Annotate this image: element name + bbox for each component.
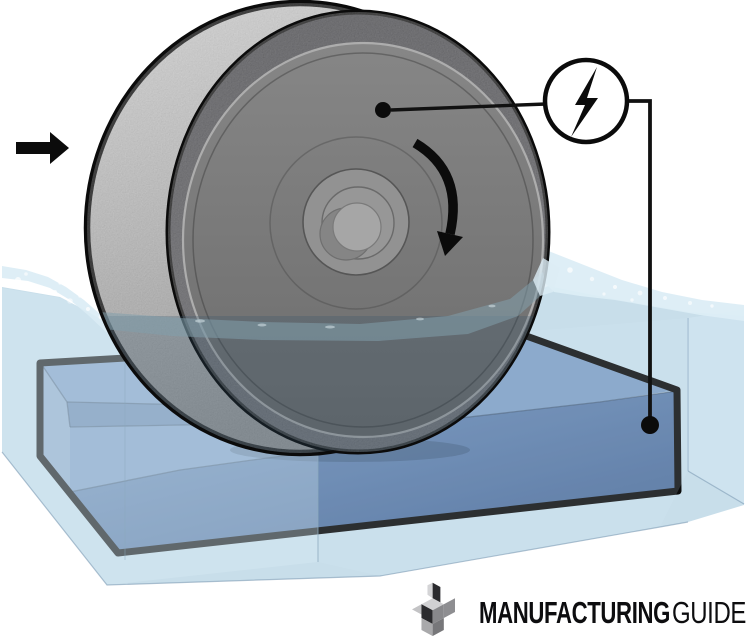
feed-arrow-icon: [16, 132, 69, 164]
lead-line-workpiece: [627, 99, 652, 424]
brand-logo: MANUFACTURING GUIDE: [412, 582, 747, 636]
lightning-bolt-icon: [571, 67, 598, 137]
hub-shaft-cap: [332, 202, 382, 252]
electrical-circuit: [375, 57, 659, 434]
cubes-logo-icon: [412, 582, 455, 636]
hub-recess-ring: [269, 136, 443, 310]
rotation-arrow-head: [437, 231, 463, 256]
tank-right-face: [688, 309, 744, 504]
wheel-face-inner-ring: [192, 52, 534, 428]
workpiece-contact-dot: [641, 416, 659, 434]
workpiece-front-face: [70, 391, 678, 553]
waterline-glints: [195, 304, 496, 329]
grinding-wheel: [83, 0, 560, 457]
foam-lap-on-wheel: [533, 258, 560, 296]
workpiece-outline: [36, 329, 682, 557]
workpiece-left-face: [40, 362, 70, 492]
wheel-contact-dot: [375, 102, 391, 118]
lead-line-wheel: [390, 102, 547, 112]
rotation-arrow-arc: [412, 138, 458, 236]
brand-text-light: GUIDE: [672, 595, 746, 630]
brand-text-bold: MANUFACTURING: [479, 595, 670, 630]
rotation-arrow: [412, 138, 463, 256]
tank-bottom-edges: [1, 451, 745, 586]
foam-speckles-right: [567, 267, 714, 308]
waterline-on-wheel: [100, 272, 547, 341]
water-surface-right: [540, 250, 744, 321]
